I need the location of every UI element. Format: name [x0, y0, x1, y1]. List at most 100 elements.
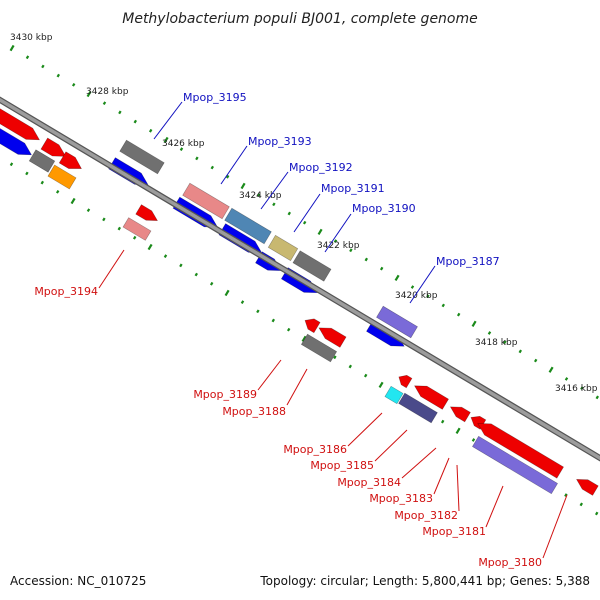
- tick-dot: [147, 243, 153, 251]
- gene-arrow[interactable]: [267, 234, 299, 262]
- gene-arrow[interactable]: [224, 207, 272, 245]
- gene-arrow[interactable]: [58, 151, 85, 174]
- reverse-gene-labels: Mpop_3194 Mpop_3189 Mpop_3188 Mpop_3186 …: [34, 285, 542, 569]
- gene-arrow[interactable]: [398, 392, 438, 424]
- tick-dot: [102, 101, 107, 106]
- gene-label[interactable]: Mpop_3188: [222, 405, 286, 418]
- map-title: Methylobacterium populi BJ001, complete …: [122, 11, 478, 27]
- gene-arrow[interactable]: [376, 305, 418, 339]
- tick-dot: [86, 208, 91, 213]
- forward-gene-labels: Mpop_3195 Mpop_3193 Mpop_3192 Mpop_3191 …: [183, 91, 500, 268]
- gene-arrow[interactable]: [122, 217, 152, 241]
- tick-dot: [533, 358, 538, 363]
- gene-arrow[interactable]: [474, 418, 564, 479]
- tick-label: 3428 kbp: [86, 87, 129, 97]
- tick-dot: [564, 493, 568, 498]
- tick-dot: [272, 202, 276, 207]
- tick-dot: [317, 228, 323, 236]
- gene-arrow[interactable]: [135, 204, 161, 226]
- gene-label[interactable]: Mpop_3186: [283, 443, 347, 456]
- gene-arrow[interactable]: [40, 137, 69, 162]
- gene-arrow[interactable]: [119, 139, 165, 175]
- tick-dot: [179, 147, 184, 152]
- tick-dot: [471, 320, 477, 327]
- tick-dot: [594, 511, 599, 516]
- gene-arrow[interactable]: [384, 385, 404, 405]
- tick-dot: [333, 239, 338, 243]
- tick-dot: [302, 220, 307, 225]
- gene-arrow[interactable]: [182, 182, 230, 220]
- tick-dot: [179, 263, 183, 268]
- gene-label[interactable]: Mpop_3191: [321, 182, 385, 195]
- gene-label[interactable]: Mpop_3180: [478, 556, 542, 569]
- tick-dot: [9, 162, 14, 167]
- tick-dot: [71, 82, 76, 87]
- gene-arrow[interactable]: [448, 402, 471, 423]
- gene-label[interactable]: Mpop_3184: [337, 476, 401, 489]
- tick-dot: [132, 235, 137, 240]
- gene-label[interactable]: Mpop_3190: [352, 202, 416, 215]
- tick-label: 3416 kbp: [555, 384, 598, 394]
- tick-label: 3418 kbp: [475, 338, 518, 348]
- gene-label[interactable]: Mpop_3185: [310, 459, 374, 472]
- leader-line: [485, 485, 504, 528]
- gene-arrow[interactable]: [0, 108, 43, 146]
- leader-line: [433, 457, 450, 495]
- tick-dot: [471, 438, 476, 442]
- tick-dot: [225, 174, 230, 179]
- gene-arrow[interactable]: [300, 333, 338, 363]
- gene-label[interactable]: Mpop_3192: [289, 161, 353, 174]
- tick-dot: [456, 312, 461, 317]
- tick-dot: [224, 289, 230, 297]
- gene-arrow[interactable]: [28, 149, 56, 173]
- tick-label: 3430 kbp: [10, 33, 53, 43]
- leader-line: [286, 368, 308, 406]
- leader-line: [98, 249, 125, 289]
- tick-dot: [301, 335, 307, 343]
- gene-arrow[interactable]: [316, 323, 347, 348]
- gene-arrow[interactable]: [411, 381, 449, 410]
- gene-label[interactable]: Mpop_3193: [248, 135, 312, 148]
- tick-dot: [363, 373, 368, 378]
- gene-label[interactable]: Mpop_3187: [436, 255, 500, 268]
- gene-arrow[interactable]: [396, 372, 413, 389]
- gene-arrow[interactable]: [47, 164, 77, 190]
- tick-dot: [40, 180, 44, 185]
- tick-dot: [133, 119, 137, 124]
- gene-arrow[interactable]: [292, 250, 332, 282]
- tick-dot: [56, 73, 60, 78]
- gene-label[interactable]: Mpop_3194: [34, 285, 98, 298]
- tick-dot: [118, 110, 122, 115]
- tick-dot: [163, 254, 168, 259]
- gene-arrow[interactable]: [574, 475, 599, 496]
- tick-dot: [595, 395, 599, 400]
- tick-dot: [364, 257, 368, 262]
- gene-label[interactable]: Mpop_3183: [369, 492, 433, 505]
- tick-dot: [349, 248, 353, 253]
- leader-line: [456, 464, 460, 512]
- leader-line: [542, 494, 568, 559]
- tick-dot: [55, 189, 60, 194]
- tick-label: 3422 kbp: [317, 241, 360, 251]
- label-leader-lines: [98, 101, 568, 559]
- tick-dot: [25, 55, 30, 60]
- gene-arrow[interactable]: [0, 123, 35, 161]
- gene-label[interactable]: Mpop_3195: [183, 91, 247, 104]
- tick-dot: [9, 44, 15, 52]
- gene-arrow[interactable]: [302, 315, 321, 334]
- tick-dot: [102, 217, 106, 222]
- gene-arrow[interactable]: [472, 435, 558, 495]
- tick-dot: [240, 300, 245, 304]
- leader-line: [324, 213, 352, 253]
- gene-label[interactable]: Mpop_3182: [394, 509, 458, 522]
- tick-dot: [440, 419, 445, 424]
- gene-label[interactable]: Mpop_3189: [193, 388, 257, 401]
- tick-label: 3426 kbp: [162, 139, 205, 149]
- tick-dot: [333, 355, 337, 360]
- gene-label[interactable]: Mpop_3181: [422, 525, 486, 538]
- tick-label: 3424 kbp: [239, 191, 282, 201]
- tick-dot: [25, 171, 29, 176]
- tick-dot: [163, 136, 169, 144]
- leader-line: [220, 145, 248, 185]
